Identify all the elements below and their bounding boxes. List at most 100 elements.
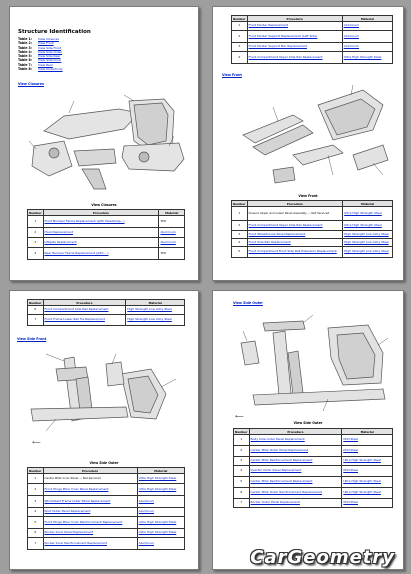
- section-link[interactable]: View Closures: [18, 82, 45, 86]
- material-link[interactable]: High Strength Low Alloy Steel: [342, 230, 393, 239]
- material-link[interactable]: Ultra High Strength Steel: [136, 528, 186, 538]
- material-link[interactable]: Mild Steel: [341, 465, 393, 477]
- procedure-link[interactable]: Rocker Outer Panel Replacement: [248, 498, 343, 508]
- material-link[interactable]: Ultra High Strength Steel: [341, 456, 393, 466]
- procedure-link[interactable]: Hood Replacement: [42, 227, 160, 238]
- material-link[interactable]: High Strength Low Alloy Steel: [125, 305, 185, 315]
- procedure-link[interactable]: Front Fender Replacement: [246, 21, 343, 31]
- toc-item: Table 7:View Rear: [18, 62, 53, 67]
- section-link[interactable]: View Front: [222, 73, 242, 77]
- section-link[interactable]: View Side Front: [17, 337, 47, 341]
- material-link[interactable]: Aluminum: [341, 42, 394, 52]
- table-of-contents: Table 1:View Closures Table 2:View Front…: [18, 37, 63, 71]
- figure-caption: View Side Outer: [293, 421, 323, 425]
- procedure-link[interactable]: Front Fender Support Replacement (Left S…: [246, 30, 343, 43]
- material-link[interactable]: Aluminum: [158, 227, 185, 238]
- side-front-illustration: [30, 353, 177, 432]
- figure-caption: View Closures: [91, 203, 117, 207]
- procedure-link[interactable]: Front Compartment Front Side Rail Extens…: [246, 246, 344, 258]
- procedure-link[interactable]: Front Compartment Side Rail Replacement: [42, 305, 127, 315]
- material-link[interactable]: Mild Steel: [341, 498, 393, 508]
- procedure-link[interactable]: Front Hinge Pillar Inner Reinforcement R…: [42, 516, 138, 529]
- toc-link[interactable]: View Rear: [38, 62, 53, 67]
- material-link[interactable]: Ultra High Strength Steel: [136, 516, 186, 529]
- material-link[interactable]: Ultra High Strength Steel: [342, 206, 393, 221]
- procedure-link[interactable]: Windshield Frame Outer Panel Replacement: [42, 495, 138, 508]
- toc-link[interactable]: View Side Inner: [38, 58, 62, 63]
- procedure-link[interactable]: Roof Outer Panel Replacement: [42, 507, 138, 517]
- back-arrow-icon[interactable]: ⟵: [32, 439, 41, 446]
- material-link[interactable]: Ultra High Strength Steel: [341, 51, 394, 64]
- procedure-link[interactable]: Front Bumper Fascia Replacement (with He…: [42, 215, 160, 228]
- procedure-link[interactable]: Front Compartment Upper Side Rail Replac…: [246, 51, 343, 64]
- material-link[interactable]: Aluminum: [158, 237, 185, 248]
- procedure-link[interactable]: Liftgate Replacement: [42, 237, 160, 248]
- toc-link[interactable]: View Side Front: [38, 45, 62, 50]
- toc-link[interactable]: View Closures: [38, 37, 59, 41]
- material-link[interactable]: Aluminum: [136, 495, 186, 508]
- closures-illustration: [28, 94, 185, 190]
- toc-link[interactable]: View Side Rear: [38, 54, 61, 59]
- procedure-link[interactable]: Rocker Inner Panel Replacement: [42, 528, 138, 538]
- procedure-link[interactable]: Front Frame Lower Rail Tie Replacement: [42, 314, 127, 326]
- procedure-link[interactable]: Front Fender Support Bar Replacement: [246, 42, 343, 52]
- toc-link[interactable]: View Side Outer: [38, 49, 63, 54]
- material-link[interactable]: Ultra High Strength Steel: [341, 487, 393, 499]
- procedure-link[interactable]: Front Hinge Pillar Inner Panel Replaceme…: [42, 483, 138, 496]
- page-title: Structure Identification: [18, 29, 91, 35]
- procedure-link[interactable]: Center Pillar Reinforcement Replacement: [248, 456, 343, 466]
- toc-link[interactable]: View Underbody: [38, 67, 63, 72]
- figure-caption: View Side Outer: [89, 461, 119, 465]
- front-structure-illustration: [242, 85, 389, 184]
- material-link[interactable]: Mild Steel: [341, 434, 393, 446]
- toc-link[interactable]: View Front: [38, 41, 54, 46]
- procedure-link[interactable]: Rear Bumper Fascia Replacement (with ...…: [42, 247, 160, 260]
- material-link[interactable]: Ultra High Strength Steel: [136, 483, 186, 496]
- watermark-logo: CarGeometry: [250, 547, 395, 568]
- procedure-link[interactable]: Quarter Outer Panel Replacement: [248, 465, 343, 477]
- procedure-link[interactable]: Front Wheelhouse Panel Replacement: [246, 230, 344, 239]
- material-link[interactable]: Ultra High Strength Steel: [341, 476, 393, 488]
- back-arrow-icon[interactable]: ⟵: [235, 413, 244, 420]
- material-link[interactable]: Aluminum: [136, 507, 186, 517]
- procedure-link[interactable]: Front Compartment Upper Side Rail Replac…: [246, 220, 344, 231]
- procedure-link[interactable]: Rocker Inner Reinforcement Replacement: [42, 537, 138, 550]
- procedure-link[interactable]: Body Side Outer Panel Replacement: [248, 434, 343, 446]
- toc-item: Table 3:View Side Front: [18, 45, 62, 50]
- material-link[interactable]: High Strength Low Alloy Steel: [342, 238, 393, 247]
- material-link[interactable]: Ultra High Strength Steel: [342, 220, 393, 231]
- material-link[interactable]: Ultra High Strength Steel: [136, 473, 186, 484]
- material-link[interactable]: Mild Steel: [341, 445, 393, 457]
- section-link[interactable]: View Side Outer: [233, 301, 263, 305]
- procedure-link[interactable]: Center Pillar Reinforcement Replacement: [248, 476, 343, 488]
- procedure-link[interactable]: Center Pillar Outer Reinforcement Replac…: [248, 487, 343, 499]
- material-link[interactable]: High Strength Low Alloy Steel: [342, 246, 393, 258]
- figure-caption: View Front: [298, 194, 318, 198]
- material-link[interactable]: Aluminum: [341, 21, 394, 31]
- document-page-1: Structure Identification Table 1:View Cl…: [9, 6, 199, 281]
- material-link[interactable]: Aluminum: [341, 30, 394, 43]
- material-link[interactable]: Aluminum: [136, 537, 186, 550]
- material-link[interactable]: High Strength Low Alloy Steel: [125, 314, 185, 326]
- procedure-link[interactable]: Center Pillar Outer Panel Replacement: [248, 445, 343, 457]
- procedure-link[interactable]: Front Side Rail Replacement: [246, 238, 344, 247]
